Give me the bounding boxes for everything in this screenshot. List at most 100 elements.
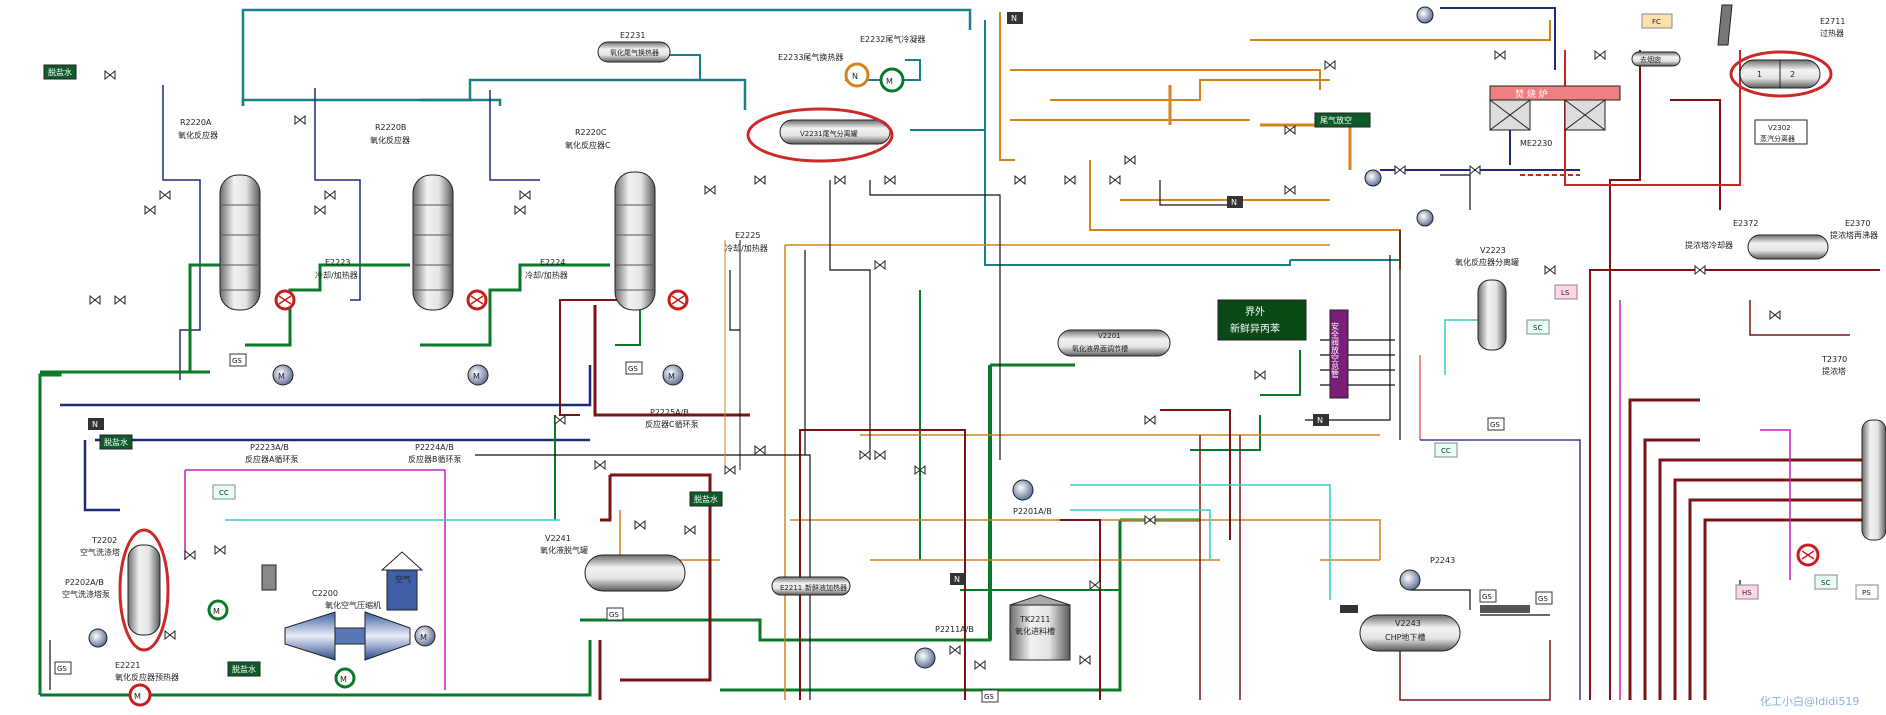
v2243-vessel[interactable]: V2243 CHP地下槽 — [1340, 605, 1530, 652]
p2202-pump[interactable]: P2202A/B 空气洗涤塔泵 — [62, 578, 110, 648]
valve-icon[interactable] — [1469, 164, 1481, 176]
gs-tile-6[interactable]: GS — [1487, 417, 1505, 431]
e2372-exchanger[interactable]: E2372 提浓塔冷却器 — [1685, 219, 1829, 260]
valve-icon[interactable] — [184, 549, 196, 561]
valve-icon[interactable] — [874, 449, 886, 461]
r2220b-column[interactable]: R2220B 氧化反应器 — [370, 123, 454, 311]
valve-icon[interactable] — [704, 184, 716, 196]
valve-icon[interactable] — [1064, 174, 1076, 186]
v2201-vessel[interactable]: V2201 氧化液界面调节槽 — [1057, 329, 1171, 357]
valve-icon[interactable] — [974, 659, 986, 671]
e2225-exchanger[interactable]: E2225 冷却/加热器 — [667, 231, 768, 311]
e2232-exchanger[interactable]: N M — [844, 62, 905, 93]
valve-icon[interactable] — [1014, 174, 1026, 186]
e2211-exchanger[interactable]: E2211 新鲜液加热器 — [771, 576, 851, 596]
valve-icon[interactable] — [859, 449, 871, 461]
valve-icon[interactable] — [1254, 369, 1266, 381]
tail-tile[interactable]: 尾气放空 — [1314, 112, 1371, 128]
outside-feed-box[interactable]: 界外 新鲜异丙苯 — [1217, 299, 1307, 341]
valve-icon[interactable] — [1694, 264, 1706, 276]
valve-icon[interactable] — [834, 174, 846, 186]
c2200-compressor[interactable]: M M M C2200 氧化空气压缩机 — [207, 589, 436, 689]
valve-icon[interactable] — [754, 174, 766, 186]
v2241-vessel[interactable]: V2241 氧化液脱气罐 — [540, 534, 686, 592]
gs-tile-7[interactable]: GS — [1479, 589, 1497, 603]
valve-icon[interactable] — [874, 259, 886, 271]
valve-icon[interactable] — [114, 294, 126, 306]
sc2-box[interactable]: SC — [1814, 574, 1838, 590]
safety-header[interactable]: 安全阀放空总管 — [1329, 309, 1349, 399]
cc1-box[interactable]: CC — [1434, 442, 1458, 458]
n-tile-5[interactable]: N — [1313, 414, 1329, 426]
valve-icon[interactable] — [1324, 59, 1336, 71]
water-tile-4[interactable]: 脱盐水 — [227, 661, 261, 677]
hs-box[interactable]: HS — [1735, 584, 1759, 600]
valve-icon[interactable] — [684, 524, 696, 536]
sc1-box[interactable]: SC — [1526, 319, 1550, 335]
valve-icon[interactable] — [754, 444, 766, 456]
valve-icon[interactable] — [634, 519, 646, 531]
valve-icon[interactable] — [294, 114, 306, 126]
valve-icon[interactable] — [1284, 184, 1296, 196]
ps-box[interactable]: PS — [1855, 584, 1879, 600]
e2224-exchanger[interactable]: E2224 冷却/加热器 — [466, 258, 568, 311]
e2231-drum[interactable]: E2231 氧化尾气换热器 — [597, 31, 671, 63]
valve-icon[interactable] — [1769, 309, 1781, 321]
valve-icon[interactable] — [514, 204, 526, 216]
v2231-vessel[interactable]: V2231尾气分离罐 — [746, 107, 894, 163]
cc2-box[interactable]: CC — [212, 484, 236, 500]
n-tile-2[interactable]: N — [88, 418, 104, 430]
p2211-pump[interactable]: P2211A/B — [914, 625, 974, 669]
p2223-pump[interactable]: M P2223A/B 反应器A循环泵 — [245, 364, 298, 464]
n-tile-4[interactable]: N — [950, 573, 966, 585]
valve-icon[interactable] — [949, 644, 961, 656]
air-intake[interactable]: 空气 — [380, 551, 424, 611]
t2370-column[interactable]: T2370 提浓塔 — [1821, 355, 1886, 541]
p2225-pump[interactable]: M P2225A/B 反应器C循环泵 — [645, 364, 699, 429]
gs-tile-3[interactable]: GS — [54, 661, 72, 675]
flue-box[interactable]: 去烟囱 — [1631, 51, 1681, 67]
valve-icon[interactable] — [1284, 124, 1296, 136]
gs-tile-1[interactable]: GS — [229, 353, 247, 367]
valve-icon[interactable] — [159, 189, 171, 201]
valve-icon[interactable] — [1144, 514, 1156, 526]
r2220c-column[interactable]: R2220C 氧化反应器C — [565, 128, 656, 311]
valve-icon[interactable] — [1494, 49, 1506, 61]
valve-icon[interactable] — [89, 294, 101, 306]
valve-icon[interactable] — [314, 204, 326, 216]
e2711-vessel[interactable]: 1 2 E2711 过热器 — [1729, 17, 1845, 98]
water-tile-3[interactable]: 脱盐水 — [689, 491, 723, 507]
fc-box[interactable]: FC — [1641, 13, 1673, 29]
valve-icon[interactable] — [214, 544, 226, 556]
tk2211-tank[interactable]: TK2211 氧化进料槽 — [1009, 594, 1071, 661]
water-tile-2[interactable]: 脱盐水 — [99, 434, 133, 450]
gs-tile-4[interactable]: GS — [606, 607, 624, 621]
valve-icon[interactable] — [1394, 164, 1406, 176]
valve-icon[interactable] — [884, 174, 896, 186]
t2370-heater[interactable] — [1796, 543, 1820, 567]
valve-icon[interactable] — [914, 464, 926, 476]
gs-tile-8[interactable]: GS — [1535, 591, 1553, 605]
valve-icon[interactable] — [519, 189, 531, 201]
valve-icon[interactable] — [1594, 49, 1606, 61]
valve-icon[interactable] — [594, 459, 606, 471]
valve-icon[interactable] — [1144, 414, 1156, 426]
p2224-pump[interactable]: M P2224A/B 反应器B循环泵 — [408, 364, 489, 464]
v2302-box[interactable]: V2302 蒸汽分离器 — [1754, 119, 1808, 145]
gs-tile-5[interactable]: GS — [981, 689, 999, 703]
valve-icon[interactable] — [554, 414, 566, 426]
ls-box[interactable]: LS — [1554, 284, 1578, 300]
r2220a-column[interactable]: R2220A 氧化反应器 — [178, 118, 261, 311]
p2243-pump[interactable]: P2243 — [1399, 556, 1455, 591]
valve-icon[interactable] — [144, 204, 156, 216]
valve-icon[interactable] — [1079, 654, 1091, 666]
valve-icon[interactable] — [104, 69, 116, 81]
valve-icon[interactable] — [1124, 154, 1136, 166]
valve-icon[interactable] — [724, 464, 736, 476]
valve-icon[interactable] — [1089, 579, 1101, 591]
p2201-pump[interactable]: P2201A/B — [1012, 479, 1052, 516]
me2230-incinerator[interactable]: 焚 烧 炉 ME2230 — [1364, 6, 1621, 227]
valve-icon[interactable] — [164, 629, 176, 641]
t2202-column[interactable]: T2202 空气洗涤塔 — [80, 528, 170, 652]
water-tile-1[interactable]: 脱盐水 — [43, 64, 77, 80]
